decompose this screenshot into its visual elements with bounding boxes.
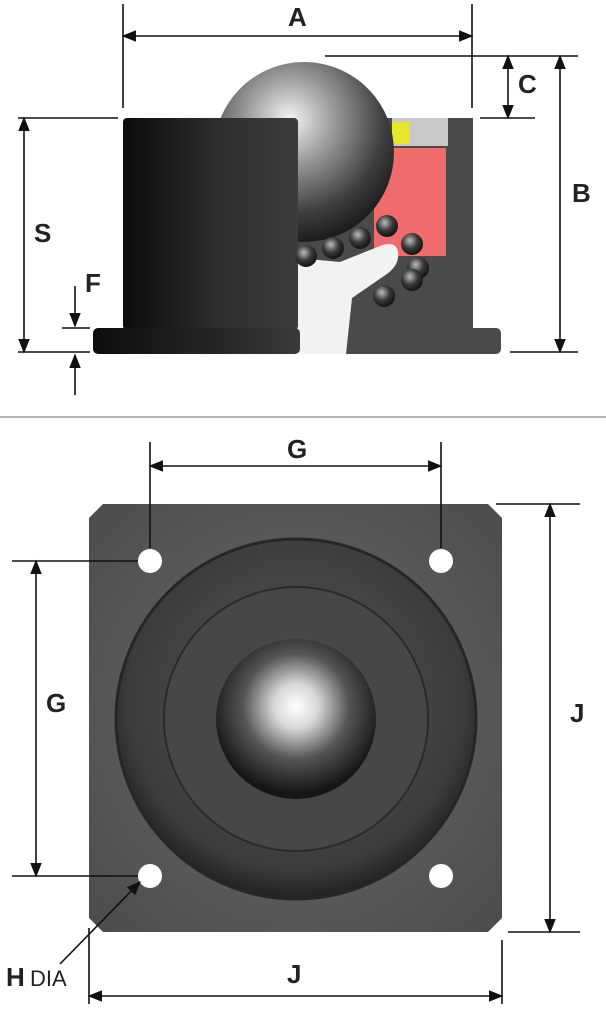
- inner-cup-white: [298, 244, 399, 354]
- mounting-hole: [138, 864, 162, 888]
- dimension-lines-side: [18, 4, 578, 395]
- label-S: S: [34, 218, 51, 248]
- mounting-hole: [429, 864, 453, 888]
- mounting-hole: [429, 549, 453, 573]
- mounting-holes: [138, 549, 453, 888]
- housing-flange-right: [298, 328, 501, 354]
- top-view: G G J J H DIA: [6, 434, 584, 1004]
- housing-flange: [93, 328, 300, 354]
- label-J-right: J: [570, 698, 584, 728]
- mounting-hole: [138, 549, 162, 573]
- support-balls: [295, 215, 429, 307]
- ball-top: [216, 639, 376, 799]
- label-C: C: [518, 69, 537, 99]
- label-dia: DIA: [30, 966, 67, 991]
- label-G-left: G: [46, 688, 66, 718]
- label-H: H: [6, 962, 25, 992]
- dimension-lines-top: [12, 442, 580, 1004]
- housing-body: [123, 118, 298, 330]
- label-B: B: [572, 178, 591, 208]
- seal-yellow: [392, 122, 410, 144]
- label-A: A: [288, 2, 307, 32]
- label-J-bottom: J: [287, 959, 301, 989]
- label-F: F: [85, 268, 101, 298]
- label-G-top: G: [287, 434, 307, 464]
- side-view: A C B S F: [18, 2, 591, 395]
